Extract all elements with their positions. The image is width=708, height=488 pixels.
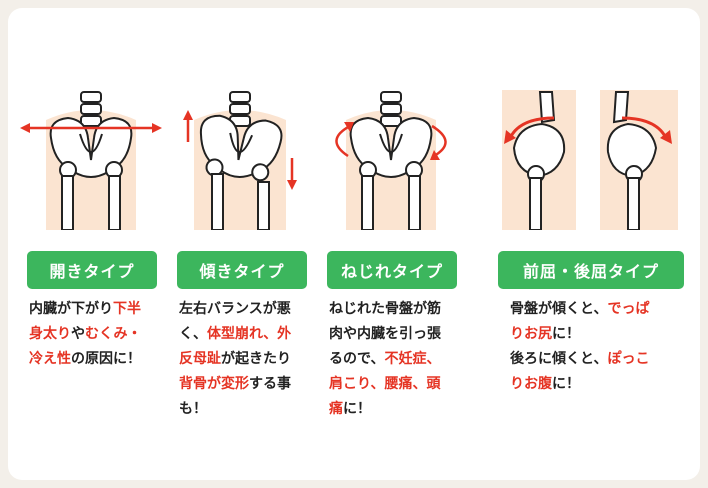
highlight-text: 反母趾	[179, 351, 221, 367]
desc-text: に！	[552, 326, 580, 342]
highlight-text: りお尻	[510, 326, 552, 342]
desc-line: りお腹に！	[510, 372, 680, 397]
desc-line: 冷え性の原因に！	[29, 347, 163, 372]
pelvis-forward-backward-illustration	[496, 90, 686, 230]
highlight-text: 不妊症、	[384, 351, 441, 367]
desc-text: に！	[552, 376, 580, 392]
desc-line: ねじれた骨盤が筋	[329, 297, 463, 322]
pelvis-twist-illustration	[326, 90, 454, 230]
pelvis-graphic	[49, 91, 133, 230]
desc-text: 左右バランスが悪	[179, 301, 291, 317]
highlight-text: ぽっこ	[607, 351, 650, 367]
info-card	[8, 8, 700, 480]
desc-line: も！	[179, 397, 313, 422]
desc-text: の原因に！	[71, 351, 141, 367]
desc-line: 肉や内臓を引っ張	[329, 322, 463, 347]
highlight-text: むくみ・	[85, 326, 142, 342]
desc-text: 内臓が下がり	[29, 301, 113, 317]
highlight-text: 背骨が変形	[179, 376, 249, 392]
desc-text: 肉や内臓を引っ張	[329, 326, 441, 342]
desc-twist-type: ねじれた骨盤が筋肉や内臓を引っ張るので、不妊症、肩こり、腰痛、頭痛に！	[329, 297, 463, 422]
highlight-text: 体型崩れ、外	[207, 326, 292, 342]
highlight-text: 痛	[329, 401, 343, 417]
desc-text: に！	[343, 401, 371, 417]
label-tilt-type: 傾きタイプ	[177, 251, 307, 289]
desc-text: 後ろに傾くと、	[510, 351, 608, 367]
desc-line: 反母趾が起きたり	[179, 347, 313, 372]
label-forward-backward-type: 前屈・後屈タイプ	[498, 251, 684, 289]
highlight-text: 下半	[113, 301, 141, 317]
highlight-text: でっぱ	[607, 301, 650, 317]
desc-line: るので、不妊症、	[329, 347, 463, 372]
desc-text: く、	[179, 326, 207, 342]
highlight-text: 身太り	[29, 326, 71, 342]
desc-open-type: 内臓が下がり下半身太りやむくみ・冷え性の原因に！	[29, 297, 163, 372]
desc-line: 内臓が下がり下半	[29, 297, 163, 322]
desc-line: りお尻に！	[510, 322, 680, 347]
desc-text: 骨盤が傾くと、	[510, 301, 608, 317]
desc-line: 身太りやむくみ・	[29, 322, 163, 347]
highlight-text: 冷え性	[29, 351, 71, 367]
highlight-text: 肩こり、腰痛、頭	[329, 376, 441, 392]
desc-line: く、体型崩れ、外	[179, 322, 313, 347]
desc-line: 肩こり、腰痛、頭	[329, 372, 463, 397]
pelvis-open-illustration	[18, 90, 164, 230]
desc-text: する事	[249, 376, 291, 392]
desc-tilt-type: 左右バランスが悪く、体型崩れ、外反母趾が起きたり背骨が変形する事も！	[179, 297, 313, 422]
desc-text: も！	[179, 401, 207, 417]
desc-text: や	[71, 326, 85, 342]
desc-line: 痛に！	[329, 397, 463, 422]
desc-line: 背骨が変形する事	[179, 372, 313, 397]
desc-line: 後ろに傾くと、ぽっこ	[510, 347, 680, 372]
desc-line: 骨盤が傾くと、でっぱ	[510, 297, 680, 322]
desc-text: ねじれた骨盤が筋	[329, 301, 441, 317]
label-open-type: 開きタイプ	[27, 251, 157, 289]
desc-forward-backward-type: 骨盤が傾くと、でっぱりお尻に！後ろに傾くと、ぽっこりお腹に！	[510, 297, 680, 397]
desc-line: 左右バランスが悪	[179, 297, 313, 322]
arrows-outward	[20, 123, 162, 133]
desc-text: るので、	[329, 351, 385, 367]
label-twist-type: ねじれタイプ	[327, 251, 457, 289]
pelvis-tilt-illustration	[176, 90, 304, 230]
desc-text: が起きたり	[221, 351, 291, 367]
highlight-text: りお腹	[510, 376, 552, 392]
